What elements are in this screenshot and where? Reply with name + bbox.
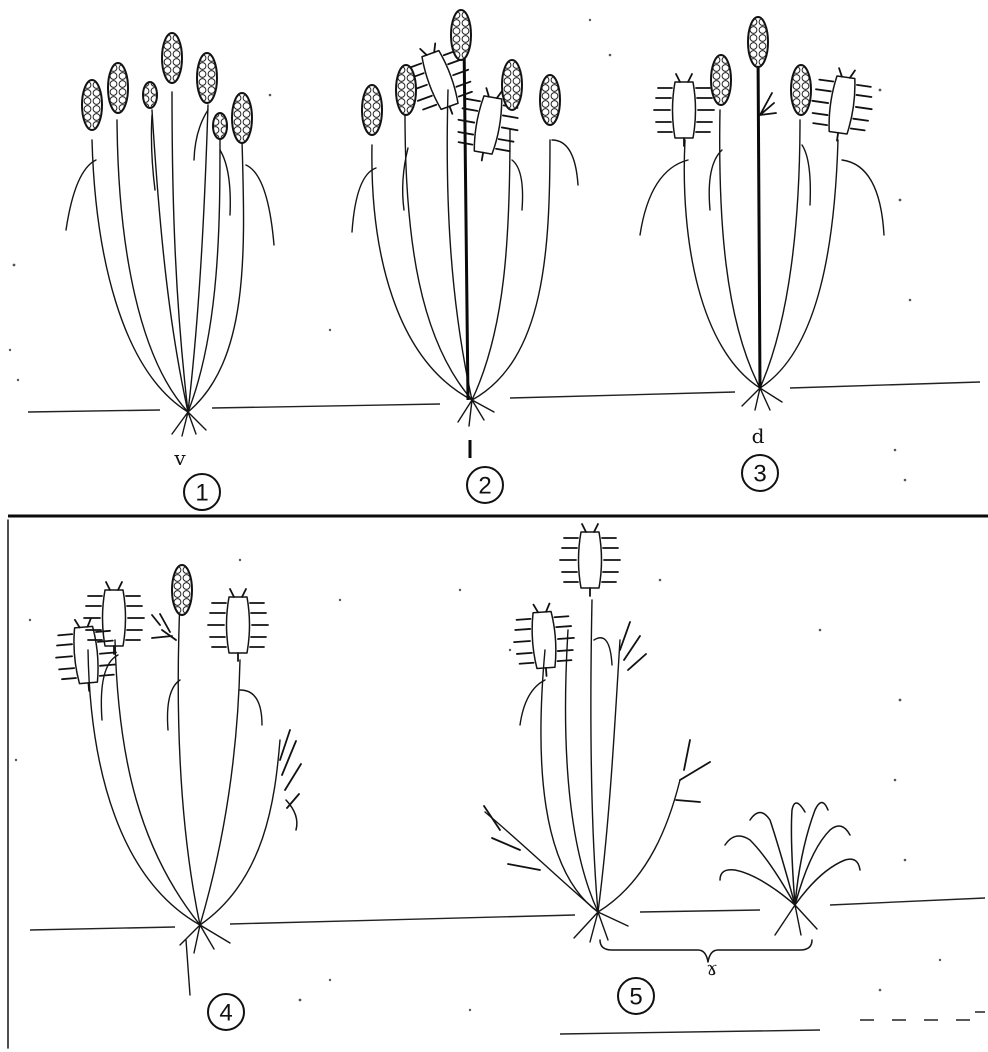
panel-label-3: 3	[742, 455, 778, 491]
svg-text:3: 3	[753, 461, 766, 488]
svg-text:1: 1	[195, 480, 208, 507]
plant-5-young-shoot	[720, 803, 860, 936]
plant-1	[66, 33, 274, 436]
plant-3	[640, 17, 884, 410]
svg-text:5: 5	[629, 984, 642, 1011]
plant-4	[53, 565, 301, 995]
ground-line-bottom	[30, 898, 985, 1034]
ground-line-top	[28, 382, 980, 412]
plant-5	[484, 524, 710, 942]
panel-label-2: 2	[467, 467, 503, 503]
root-mark-5: ɤ	[706, 956, 717, 980]
plant-2	[352, 10, 578, 458]
panel-label-1: 1	[184, 474, 220, 510]
root-mark-1: v	[173, 446, 186, 470]
panel-label-4: 4	[208, 994, 244, 1030]
root-mark-3: d	[752, 424, 765, 448]
panel-label-5: 5	[618, 978, 654, 1014]
svg-text:2: 2	[478, 473, 491, 500]
svg-text:4: 4	[219, 1000, 232, 1027]
